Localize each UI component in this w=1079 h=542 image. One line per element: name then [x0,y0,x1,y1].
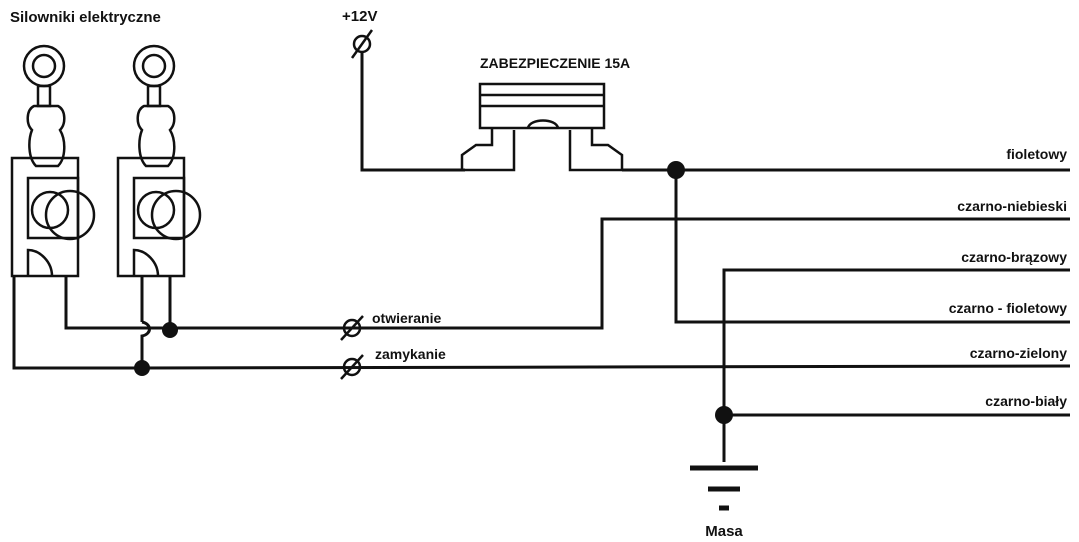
junction-dot [715,406,733,424]
wire-label-czarno-bialy: czarno-biały [985,393,1067,409]
diagram-title: Silowniki elektryczne [10,9,161,26]
wire-czarno-brazowy [722,268,1070,462]
ground-symbol [690,465,758,511]
actuator-2 [116,44,202,278]
wire-label-czarno-fioletowy: czarno - fioletowy [949,300,1067,316]
fuse-15a [460,82,624,172]
wire-czarno-zielony [12,276,1071,370]
ground-label: Masa [705,523,743,540]
wire-label-czarno-zielony: czarno-zielony [970,345,1067,361]
wire-crossover [140,320,151,368]
switch-label-open: otwieranie [372,310,441,326]
wire-czarno-fioletowy [674,170,1070,324]
wire-label-fioletowy: fioletowy [1006,146,1067,162]
actuator-1 [10,44,96,278]
junction-dot [162,322,178,338]
switch-otwieranie [340,315,364,341]
switch-label-close: zamykanie [375,346,446,362]
junction-dot [134,360,150,376]
fuse-label: ZABEZPIECZENIE 15A [480,55,630,71]
wire-label-czarno-niebieski: czarno-niebieski [957,198,1067,214]
supply-label: +12V [342,8,377,25]
wire-label-czarno-brazowy: czarno-brązowy [961,249,1067,265]
wire-czarno-niebieski [64,217,1070,330]
switch-zamykanie [340,354,364,380]
supply-wire [360,52,465,172]
